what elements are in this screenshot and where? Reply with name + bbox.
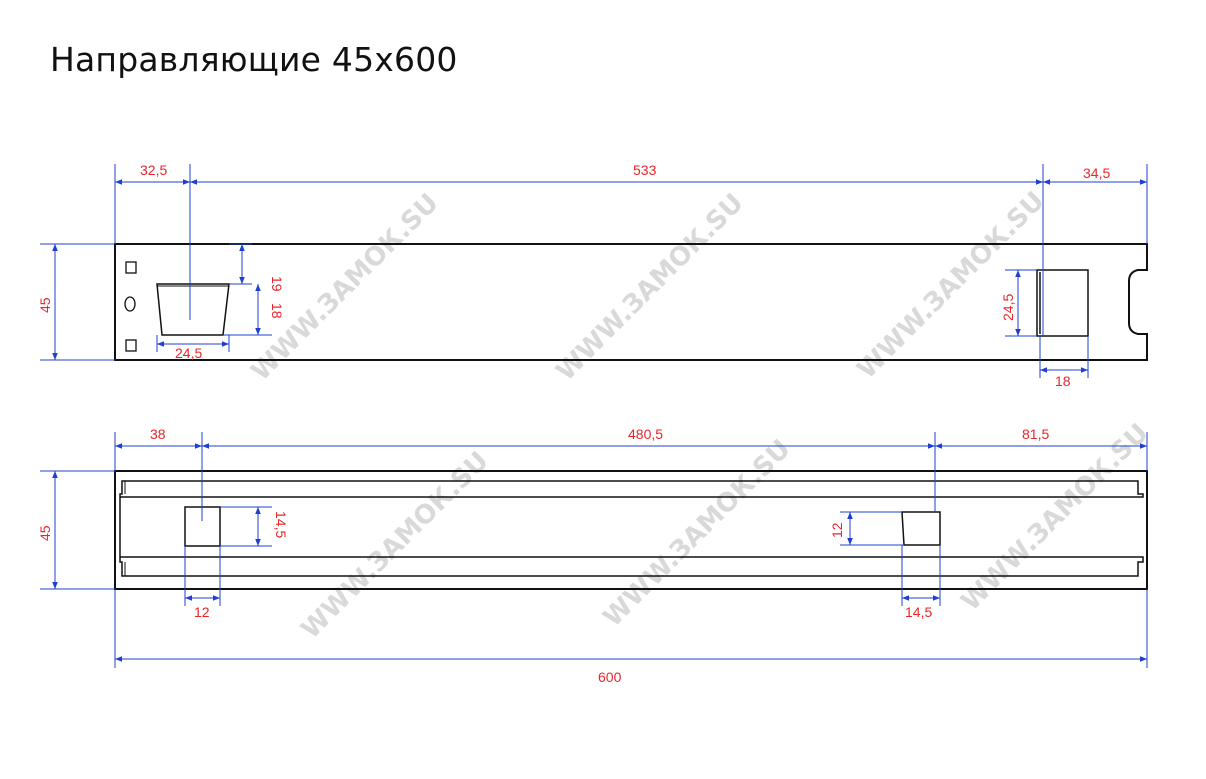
dim-label: 18 [1055, 373, 1071, 389]
right-slot [901, 511, 941, 546]
dim-label: 81,5 [1022, 426, 1049, 442]
dim-label: 45 [37, 297, 53, 313]
top-view: 32,5 533 34,5 45 19 18 24,5 24,5 18 [37, 162, 1148, 389]
top-rail-outline [114, 243, 1148, 361]
dim-label: 19 [269, 276, 285, 292]
dim-label: 24,5 [1000, 294, 1016, 321]
dim-label: 14,5 [273, 511, 289, 538]
bottom-rail-outline [114, 470, 1148, 590]
drawing-title: Направляющие 45х600 [50, 40, 458, 79]
rail-channel [119, 480, 1144, 577]
dim-label: 38 [150, 426, 166, 442]
left-slot [156, 283, 230, 336]
dim-label: 12 [194, 604, 210, 620]
dim-label: 14,5 [905, 604, 932, 620]
square-hole [125, 339, 137, 352]
dim-label: 480,5 [628, 426, 663, 442]
round-hole [124, 296, 136, 312]
dim-label: 24,5 [175, 345, 202, 361]
bottom-view: 38 480,5 81,5 45 14,5 12 12 14,5 600 [37, 426, 1148, 685]
right-slot [1036, 269, 1089, 337]
dim-label: 34,5 [1083, 165, 1110, 181]
dim-label: 32,5 [140, 162, 167, 178]
watermark: WWW.ЗАМОК.SU [852, 186, 1051, 385]
watermark: WWW.ЗАМОК.SU [956, 418, 1155, 617]
dim-label: 45 [37, 525, 53, 541]
dim-label: 533 [633, 162, 657, 178]
watermark: WWW.ЗАМОК.SU [296, 446, 495, 645]
square-hole [125, 261, 137, 274]
dim-label: 12 [829, 522, 845, 538]
dim-label: 18 [269, 303, 285, 319]
watermark: WWW.ЗАМОК.SU [598, 434, 797, 633]
dim-label: 600 [598, 669, 622, 685]
watermark: WWW.ЗАМОК.SU [551, 188, 750, 387]
